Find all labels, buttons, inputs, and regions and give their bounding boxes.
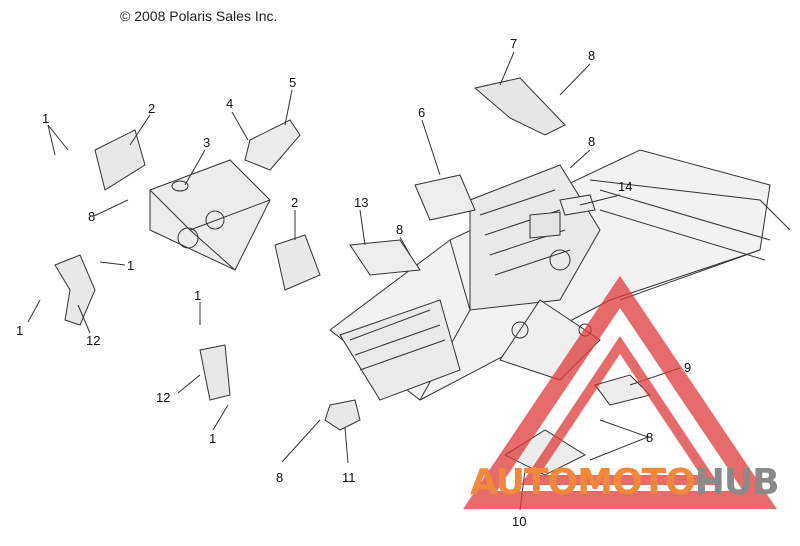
- callout-8: 8: [588, 134, 595, 149]
- callout-1: 1: [42, 111, 49, 126]
- callout-4: 4: [226, 96, 233, 111]
- callout-1: 1: [209, 431, 216, 446]
- part-13-plate: [349, 239, 421, 276]
- callout-3: 3: [203, 135, 210, 150]
- leader-lines: [27, 51, 681, 511]
- callout-12: 12: [156, 390, 170, 405]
- callout-12: 12: [86, 333, 100, 348]
- part-7-shield: [473, 77, 566, 136]
- watermark-text: AUTOMOTOHUB: [470, 462, 780, 503]
- callout-11: 11: [342, 470, 356, 485]
- part-12-mount-a: [54, 254, 96, 326]
- callout-10: 10: [512, 514, 526, 529]
- callout-1: 1: [127, 258, 134, 273]
- callout-9: 9: [684, 360, 691, 375]
- callout-8: 8: [88, 209, 95, 224]
- copyright-text: © 2008 Polaris Sales Inc.: [120, 8, 278, 24]
- part-5-shield: [244, 119, 301, 171]
- callout-6: 6: [418, 105, 425, 120]
- callout-2: 2: [291, 195, 298, 210]
- part-6-plate: [414, 174, 476, 221]
- callout-7: 7: [510, 36, 517, 51]
- watermark-part2: HUB: [694, 462, 780, 503]
- part-3-box: [149, 159, 271, 271]
- callout-1: 1: [16, 323, 23, 338]
- part-12-mount-b: [199, 344, 231, 401]
- part-2-bracket-a: [94, 129, 146, 191]
- callout-labels: 1 2 3 4 5 6 7 8 8 8 8 8 8 9 10 11 12 12 …: [16, 36, 691, 529]
- watermark-part1: AUTOMOTO: [470, 462, 696, 503]
- part-11-bracket: [324, 399, 361, 431]
- watermark-triangle: [463, 275, 777, 509]
- callout-8: 8: [588, 48, 595, 63]
- callout-8: 8: [276, 470, 283, 485]
- callout-1: 1: [194, 288, 201, 303]
- chassis-frame: [329, 149, 791, 401]
- callout-8: 8: [646, 430, 653, 445]
- part-14-bracket: [559, 194, 596, 216]
- callout-2: 2: [148, 101, 155, 116]
- part-2-bracket-b: [274, 234, 321, 291]
- callout-8: 8: [396, 222, 403, 237]
- callout-14: 14: [618, 179, 632, 194]
- callout-13: 13: [354, 195, 368, 210]
- callout-5: 5: [289, 75, 296, 90]
